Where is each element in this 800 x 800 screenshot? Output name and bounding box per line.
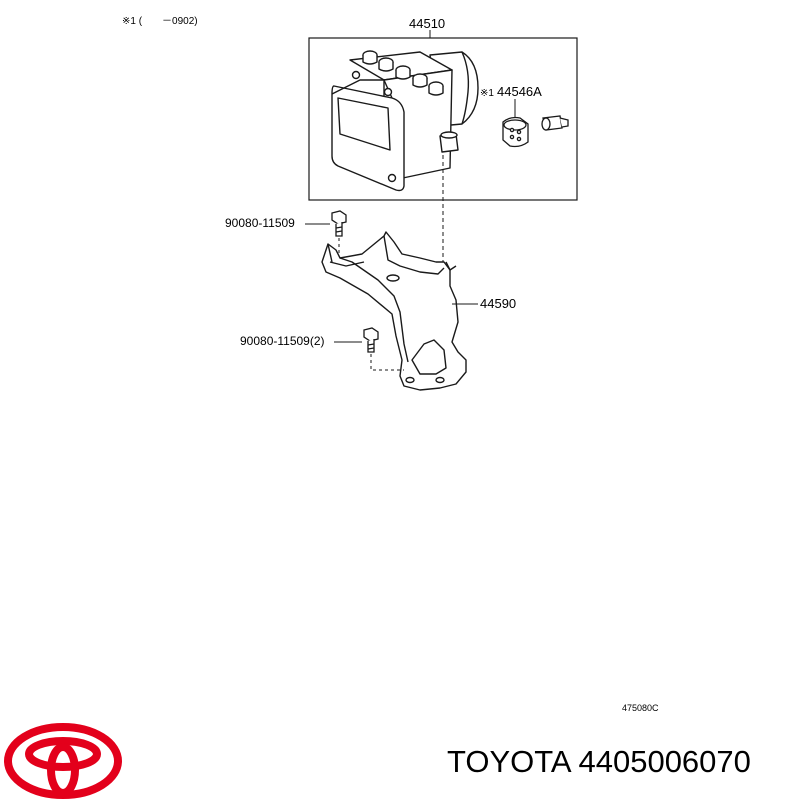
label-bolt-upper: 90080-11509	[225, 216, 295, 230]
label-44546a-prefix: ※1	[480, 88, 494, 99]
abs-actuator-illustration	[331, 50, 479, 192]
valve-illustration	[502, 115, 569, 148]
part-number-caption: TOYOTA 4405006070	[447, 744, 751, 779]
sheet-code: 475080C	[622, 703, 659, 713]
toyota-logo	[4, 723, 122, 799]
label-bolt-lower: 90080-11509(2)	[240, 334, 325, 348]
label-44510: 44510	[409, 16, 446, 31]
label-44590: 44590	[480, 296, 517, 311]
label-44546a: 44546A	[497, 84, 542, 99]
bracket-illustration	[321, 231, 467, 391]
bolt-lower-illustration	[363, 327, 379, 353]
dashed-bolt-lower	[370, 354, 404, 371]
bolt-upper-illustration	[331, 210, 347, 237]
variant-note: ※1 ( －0902)	[122, 16, 198, 27]
